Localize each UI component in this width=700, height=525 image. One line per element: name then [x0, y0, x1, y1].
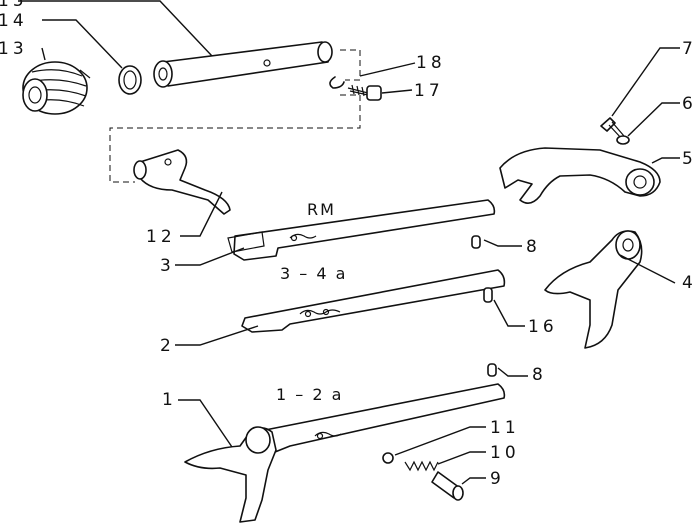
part-16-pin — [483, 287, 493, 303]
callout-17: 17 — [414, 81, 444, 101]
callout-9: 9 — [490, 469, 505, 489]
callout-8-upper: 8 — [526, 237, 541, 257]
label-gear-1-2: 1 – 2 a — [276, 385, 343, 404]
part-8-pin-upper — [471, 235, 481, 249]
part-12-small-fork — [133, 149, 231, 215]
label-rm: RM — [307, 200, 336, 219]
callout-13: 13 — [0, 39, 28, 59]
callout-2: 2 — [160, 336, 175, 356]
callout-8-lower: 8 — [532, 365, 547, 385]
label-gear-3-4: 3 – 4 a — [280, 264, 347, 283]
part-17-bolt — [347, 84, 382, 101]
callout-12: 12 — [146, 227, 176, 247]
callout-1: 1 — [162, 390, 177, 410]
callout-15: 15 — [0, 0, 28, 11]
part-5-lever — [499, 147, 661, 204]
part-8-pin-lower — [487, 363, 497, 377]
part-18-clip — [329, 76, 345, 89]
part-1-rod-fork — [184, 383, 506, 523]
part-7-bolt — [600, 117, 625, 140]
callout-10: 10 — [490, 443, 520, 463]
callout-7: 7 — [682, 39, 697, 59]
callout-3: 3 — [160, 256, 175, 276]
callout-18: 18 — [416, 53, 446, 73]
callout-14: 14 — [0, 11, 28, 31]
callout-16: 16 — [528, 317, 558, 337]
callout-4: 4 — [682, 273, 697, 293]
part-11-ball — [382, 452, 394, 464]
callout-6: 6 — [682, 94, 697, 114]
part-10-spring — [404, 460, 439, 472]
leader-lines — [18, 0, 680, 485]
part-4-fork — [544, 230, 643, 349]
part-6-washer — [616, 135, 630, 145]
part-15-tube — [153, 41, 333, 88]
part-13-spring — [22, 61, 91, 115]
part-2-rod — [241, 269, 506, 333]
part-3-rm-rod — [227, 199, 496, 261]
part-14-ring — [118, 65, 142, 95]
part-9-plunger — [431, 471, 464, 501]
assembly-dashed-lines — [109, 49, 361, 183]
callout-11: 11 — [490, 418, 520, 438]
callout-5: 5 — [682, 149, 697, 169]
